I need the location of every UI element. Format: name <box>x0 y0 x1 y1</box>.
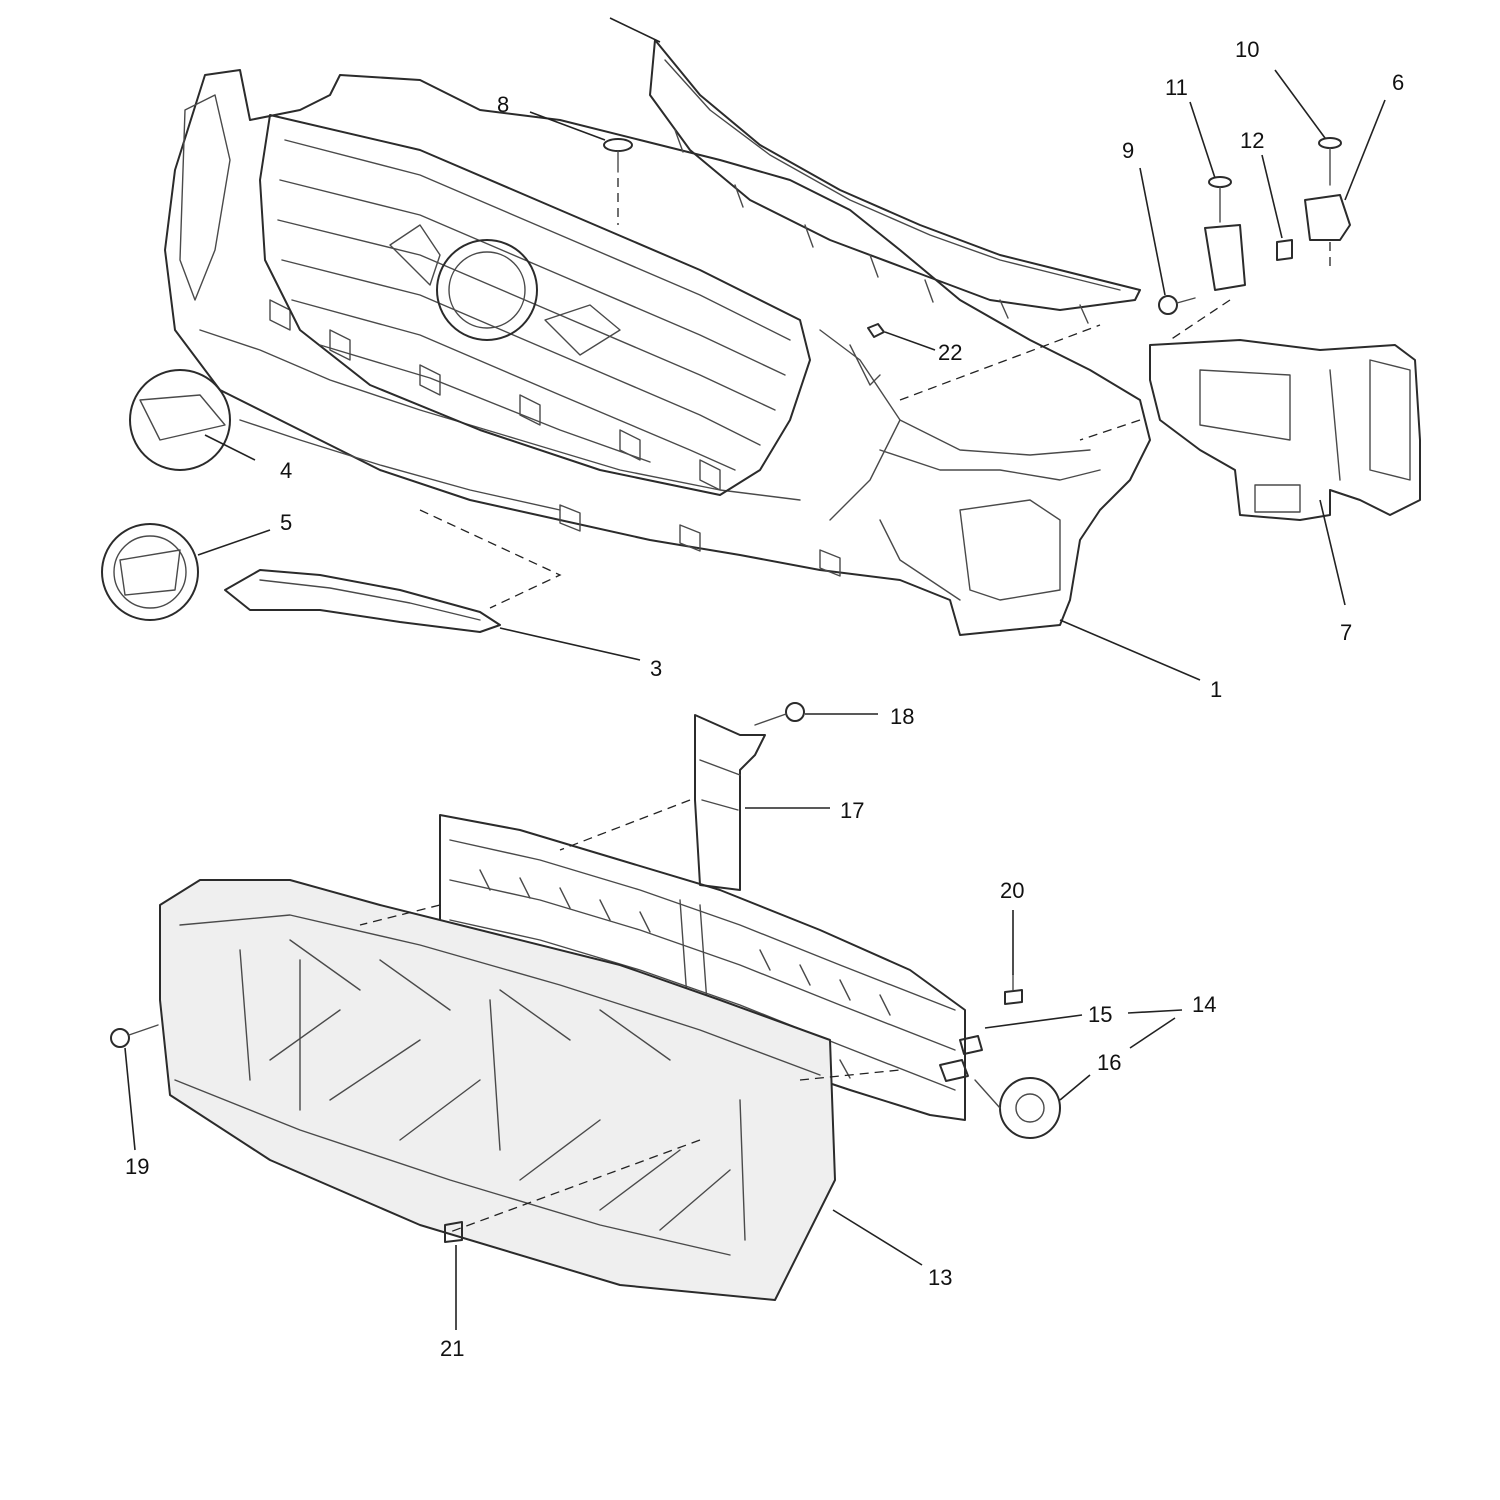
callout-3: 3 <box>650 656 662 681</box>
leaders-upper <box>197 17 1386 681</box>
callout-5: 5 <box>280 510 292 535</box>
vertical-bracket-17 <box>694 714 766 891</box>
callout-7: 7 <box>1340 620 1352 645</box>
alignment-lines-upper <box>419 299 1231 609</box>
callout-8: 8 <box>497 92 509 117</box>
callout-14: 14 <box>1192 992 1216 1017</box>
callout-10: 10 <box>1235 37 1259 62</box>
callout-12: 12 <box>1240 128 1264 153</box>
callout-22: 22 <box>938 340 962 365</box>
callout-9: 9 <box>1122 138 1134 163</box>
callout-15: 15 <box>1088 1002 1112 1027</box>
callout-21: 21 <box>440 1336 464 1361</box>
callout-20: 20 <box>1000 878 1024 903</box>
callout-16: 16 <box>1097 1050 1121 1075</box>
fasteners-upper <box>603 137 1351 386</box>
callout-18: 18 <box>890 704 914 729</box>
alignment-lines-lower <box>359 799 901 1233</box>
fasteners-lower <box>110 974 1061 1243</box>
callout-1: 1 <box>1210 677 1222 702</box>
callout-4: 4 <box>280 458 292 483</box>
bolt-18 <box>754 702 805 726</box>
right-side-bracket <box>1149 339 1421 521</box>
leaders-lower <box>124 713 1183 1330</box>
lower-trim-strip <box>224 569 501 633</box>
upper-grille <box>259 114 811 496</box>
emblem-4 <box>129 369 231 471</box>
callout-19: 19 <box>125 1154 149 1179</box>
upper-trim-strip <box>649 39 1141 324</box>
callout-17: 17 <box>840 798 864 823</box>
callout-13: 13 <box>928 1265 952 1290</box>
callout-labels: 1 3 4 5 6 7 8 9 10 11 12 13 14 15 16 17 … <box>125 37 1404 1361</box>
bumper-carrier <box>164 69 1151 636</box>
lower-air-deflector <box>159 879 836 1301</box>
callout-11: 11 <box>1165 75 1188 100</box>
callout-6: 6 <box>1392 70 1404 95</box>
badge-5 <box>101 523 199 621</box>
